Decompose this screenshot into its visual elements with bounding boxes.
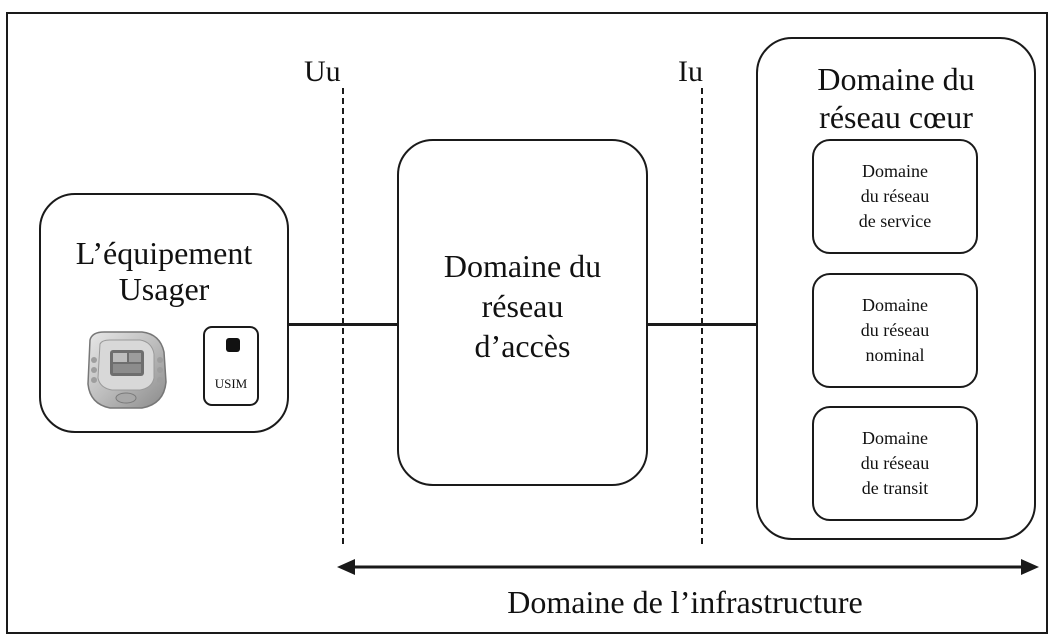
uu-interface-label: Uu bbox=[304, 55, 341, 88]
user-equipment-title: L’équipement Usager bbox=[75, 235, 253, 307]
diagram-frame bbox=[6, 12, 1048, 634]
infrastructure-domain-label: Domaine de l’infrastructure bbox=[507, 584, 863, 620]
home-network-domain-box: Domaine du réseau nominal bbox=[812, 273, 978, 388]
access-core-link bbox=[648, 323, 756, 326]
iu-interface-line bbox=[701, 88, 703, 544]
service-network-domain-label: Domaine du réseau de service bbox=[858, 161, 932, 231]
home-network-domain-label: Domaine du réseau nominal bbox=[860, 295, 930, 365]
core-network-domain-title: Domaine du réseau cœur bbox=[817, 61, 975, 135]
access-network-domain-box bbox=[397, 139, 648, 486]
usim-label: USIM bbox=[214, 376, 248, 391]
usim-chip-icon bbox=[226, 338, 240, 352]
usim-card: USIM bbox=[203, 326, 259, 406]
transit-network-domain-box: Domaine du réseau de transit bbox=[812, 406, 978, 521]
iu-interface-label: Iu bbox=[678, 55, 703, 88]
mobile-phone-icon bbox=[87, 331, 167, 409]
access-network-domain-title: Domaine du réseau d’accès bbox=[443, 248, 602, 364]
ue-access-link bbox=[289, 323, 397, 326]
service-network-domain-box: Domaine du réseau de service bbox=[812, 139, 978, 254]
uu-interface-line bbox=[342, 88, 344, 544]
transit-network-domain-label: Domaine du réseau de transit bbox=[860, 428, 930, 498]
infrastructure-double-arrow bbox=[337, 559, 1039, 575]
